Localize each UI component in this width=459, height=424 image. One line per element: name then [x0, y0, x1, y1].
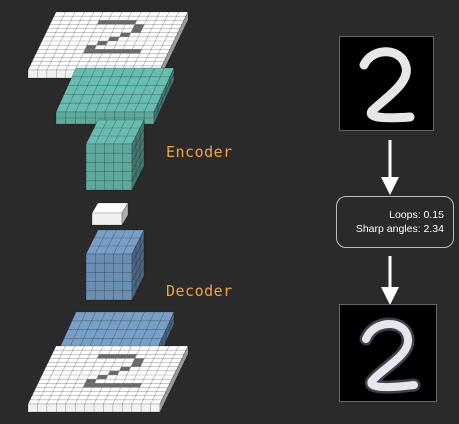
attribute-box: Loops: 0.15 Sharp angles: 2.34	[336, 196, 454, 248]
input-digit-image	[339, 36, 434, 131]
output-digit-image	[339, 304, 437, 402]
sharp-angles-value: Sharp angles: 2.34	[355, 223, 444, 235]
encoder-label: Encoder	[166, 143, 233, 161]
decoder-label: Decoder	[166, 282, 233, 300]
loops-value: Loops: 0.15	[389, 209, 444, 221]
